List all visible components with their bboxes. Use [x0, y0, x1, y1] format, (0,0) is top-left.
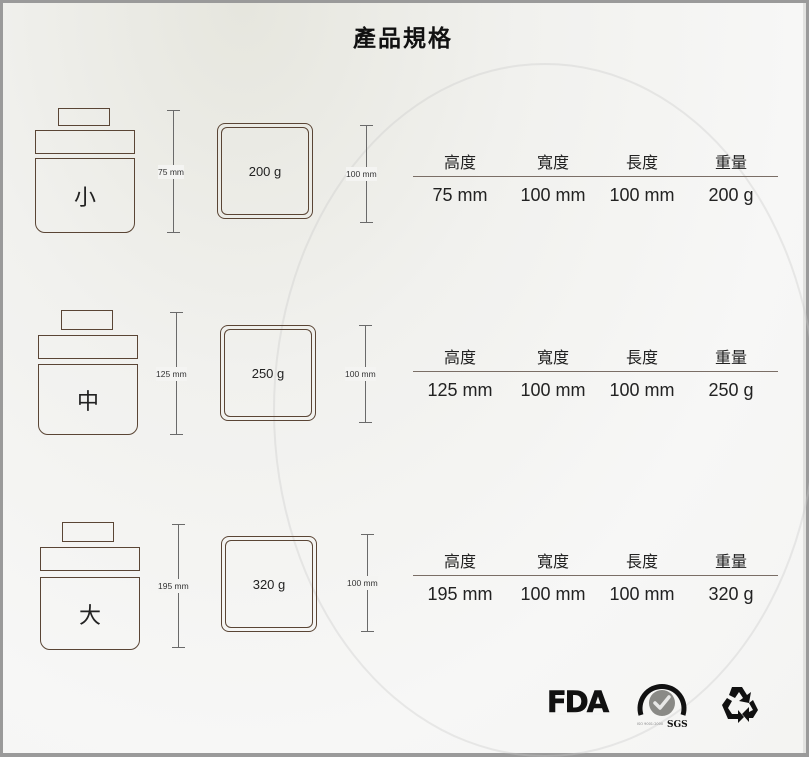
- spec-table-large: 高度 寬度 長度 重量 195 mm 100 mm 100 mm 320 g: [413, 542, 778, 608]
- header-width: 寬度: [536, 153, 570, 172]
- jar-height-label: 75 mm: [158, 164, 184, 179]
- box-height-label: 100 mm: [346, 167, 377, 181]
- box-drawing-large: 320 g: [221, 536, 317, 632]
- box-weight-label: 250 g: [251, 365, 285, 381]
- box-drawing-small: 200 g: [217, 123, 313, 219]
- box-drawing-medium: 250 g: [220, 325, 316, 421]
- header-height: 高度: [443, 552, 477, 571]
- jar-height-dimension: 75 mm: [158, 110, 184, 233]
- value-width: 100 mm: [520, 584, 586, 604]
- value-weight: 200 g: [708, 185, 754, 205]
- sgs-certification-logo: ISO 9001:2000 SGS: [637, 683, 688, 729]
- recycle-icon: [722, 687, 758, 723]
- header-weight: 重量: [714, 348, 748, 367]
- background-watermark-circle: [273, 63, 809, 757]
- value-weight: 320 g: [708, 584, 754, 604]
- fda-logo-text: FDA: [547, 685, 610, 719]
- value-length: 100 mm: [609, 185, 675, 205]
- value-weight: 250 g: [708, 380, 754, 400]
- box-weight-label: 200 g: [248, 163, 282, 179]
- box-height-dimension: 100 mm: [347, 534, 378, 632]
- divider: [413, 371, 778, 372]
- header-height: 高度: [443, 153, 477, 172]
- value-width: 100 mm: [520, 380, 586, 400]
- sgs-iso-text: ISO 9001:2000: [637, 722, 663, 726]
- box-height-dimension: 100 mm: [345, 325, 376, 423]
- jar-height-label: 195 mm: [158, 579, 189, 593]
- header-weight: 重量: [714, 153, 748, 172]
- spec-table-small: 高度 寬度 長度 重量 75 mm 100 mm 100 mm 200 g: [413, 143, 778, 209]
- size-label: 大: [78, 603, 101, 629]
- sgs-text: SGS: [667, 720, 688, 729]
- box-height-label: 100 mm: [345, 367, 376, 381]
- jar-drawing-small: 小: [33, 108, 138, 233]
- header-length: 長度: [625, 348, 659, 367]
- header-width: 寬度: [536, 552, 570, 571]
- value-height: 75 mm: [432, 185, 488, 205]
- divider: [413, 575, 778, 576]
- jar-height-dimension: 195 mm: [158, 524, 189, 648]
- spec-table-medium: 高度 寬度 長度 重量 125 mm 100 mm 100 mm 250 g: [413, 338, 778, 404]
- box-height-label: 100 mm: [347, 576, 378, 590]
- size-label: 小: [73, 185, 96, 211]
- jar-drawing-medium: 中: [36, 310, 141, 435]
- fda-logo: FDA: [547, 685, 610, 719]
- value-length: 100 mm: [609, 380, 675, 400]
- jar-height-label: 125 mm: [156, 366, 187, 381]
- header-height: 高度: [443, 348, 477, 367]
- header-width: 寬度: [536, 348, 570, 367]
- value-width: 100 mm: [520, 185, 586, 205]
- box-height-dimension: 100 mm: [346, 125, 377, 223]
- header-length: 長度: [625, 153, 659, 172]
- value-height: 195 mm: [427, 584, 493, 604]
- jar-drawing-large: 大: [38, 522, 143, 650]
- spec-sheet: 產品規格 小 75 mm 200 g 100 mm 高度 寬度 長度 重量 75…: [3, 3, 809, 757]
- value-height: 125 mm: [427, 380, 493, 400]
- header-length: 長度: [625, 552, 659, 571]
- size-label: 中: [76, 389, 99, 415]
- box-weight-label: 320 g: [252, 576, 286, 592]
- divider: [413, 176, 778, 177]
- jar-height-dimension: 125 mm: [156, 312, 187, 435]
- value-length: 100 mm: [609, 584, 675, 604]
- header-weight: 重量: [714, 552, 748, 571]
- page-title: 產品規格: [353, 26, 453, 52]
